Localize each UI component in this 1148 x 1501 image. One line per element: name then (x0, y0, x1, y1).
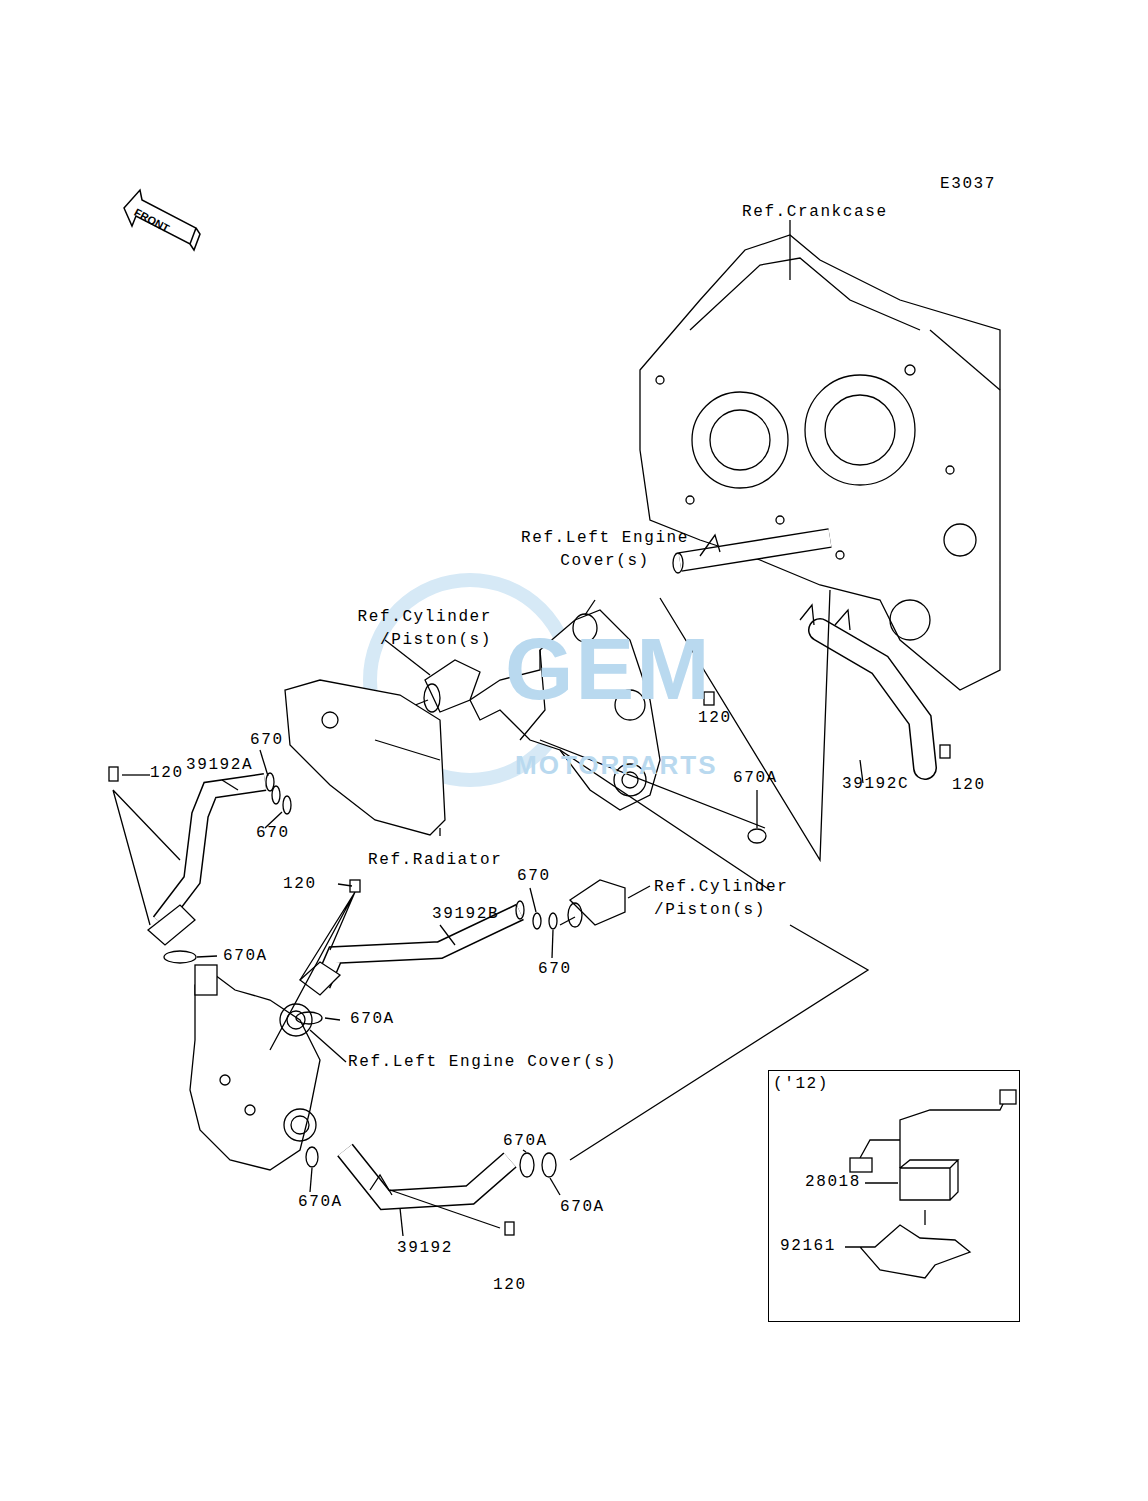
callout-label: 39192 (397, 1237, 453, 1260)
callout-label: 39192B (432, 903, 499, 926)
watermark: MOTORPARTS (515, 752, 717, 778)
watermark: GEM (505, 625, 711, 713)
callout-label: 670A (503, 1130, 548, 1153)
callout-label: Ref.Left Engine Cover(s) (348, 1051, 617, 1074)
callout-label: Ref.Cylinder /Piston(s) (654, 876, 816, 922)
callout-label: 670 (517, 865, 551, 888)
callout-label: 670 (538, 958, 572, 981)
callout-label: 670 (250, 729, 284, 752)
callout-label: Ref.Crankcase (742, 201, 888, 224)
callout-label: 670A (560, 1196, 605, 1219)
callout-label: 28018 (805, 1171, 861, 1194)
year-label: ('12) (773, 1075, 829, 1093)
inset-box: ('12) (768, 1070, 1020, 1322)
callout-label: Ref.Cylinder /Piston(s) (330, 606, 492, 652)
front-arrow: FRONT (118, 186, 202, 262)
callout-label: Ref.Radiator (368, 849, 502, 872)
callout-label: 670A (350, 1008, 395, 1031)
callout-label: 670A (223, 945, 268, 968)
callout-label: E3037 (940, 173, 996, 196)
callout-label: 670A (733, 767, 778, 790)
callout-label: 39192C (842, 773, 909, 796)
callout-label: 92161 (780, 1235, 836, 1258)
callout-label: 39192A (186, 754, 253, 777)
callout-label: Ref.Left Engine Cover(s) (505, 527, 705, 573)
callout-label: 120 (952, 774, 986, 797)
callout-label: 120 (283, 873, 317, 896)
callout-label: 670A (298, 1191, 343, 1214)
callout-label: 120 (493, 1274, 527, 1297)
callout-label: 120 (150, 762, 184, 785)
callout-label: 670 (256, 822, 290, 845)
